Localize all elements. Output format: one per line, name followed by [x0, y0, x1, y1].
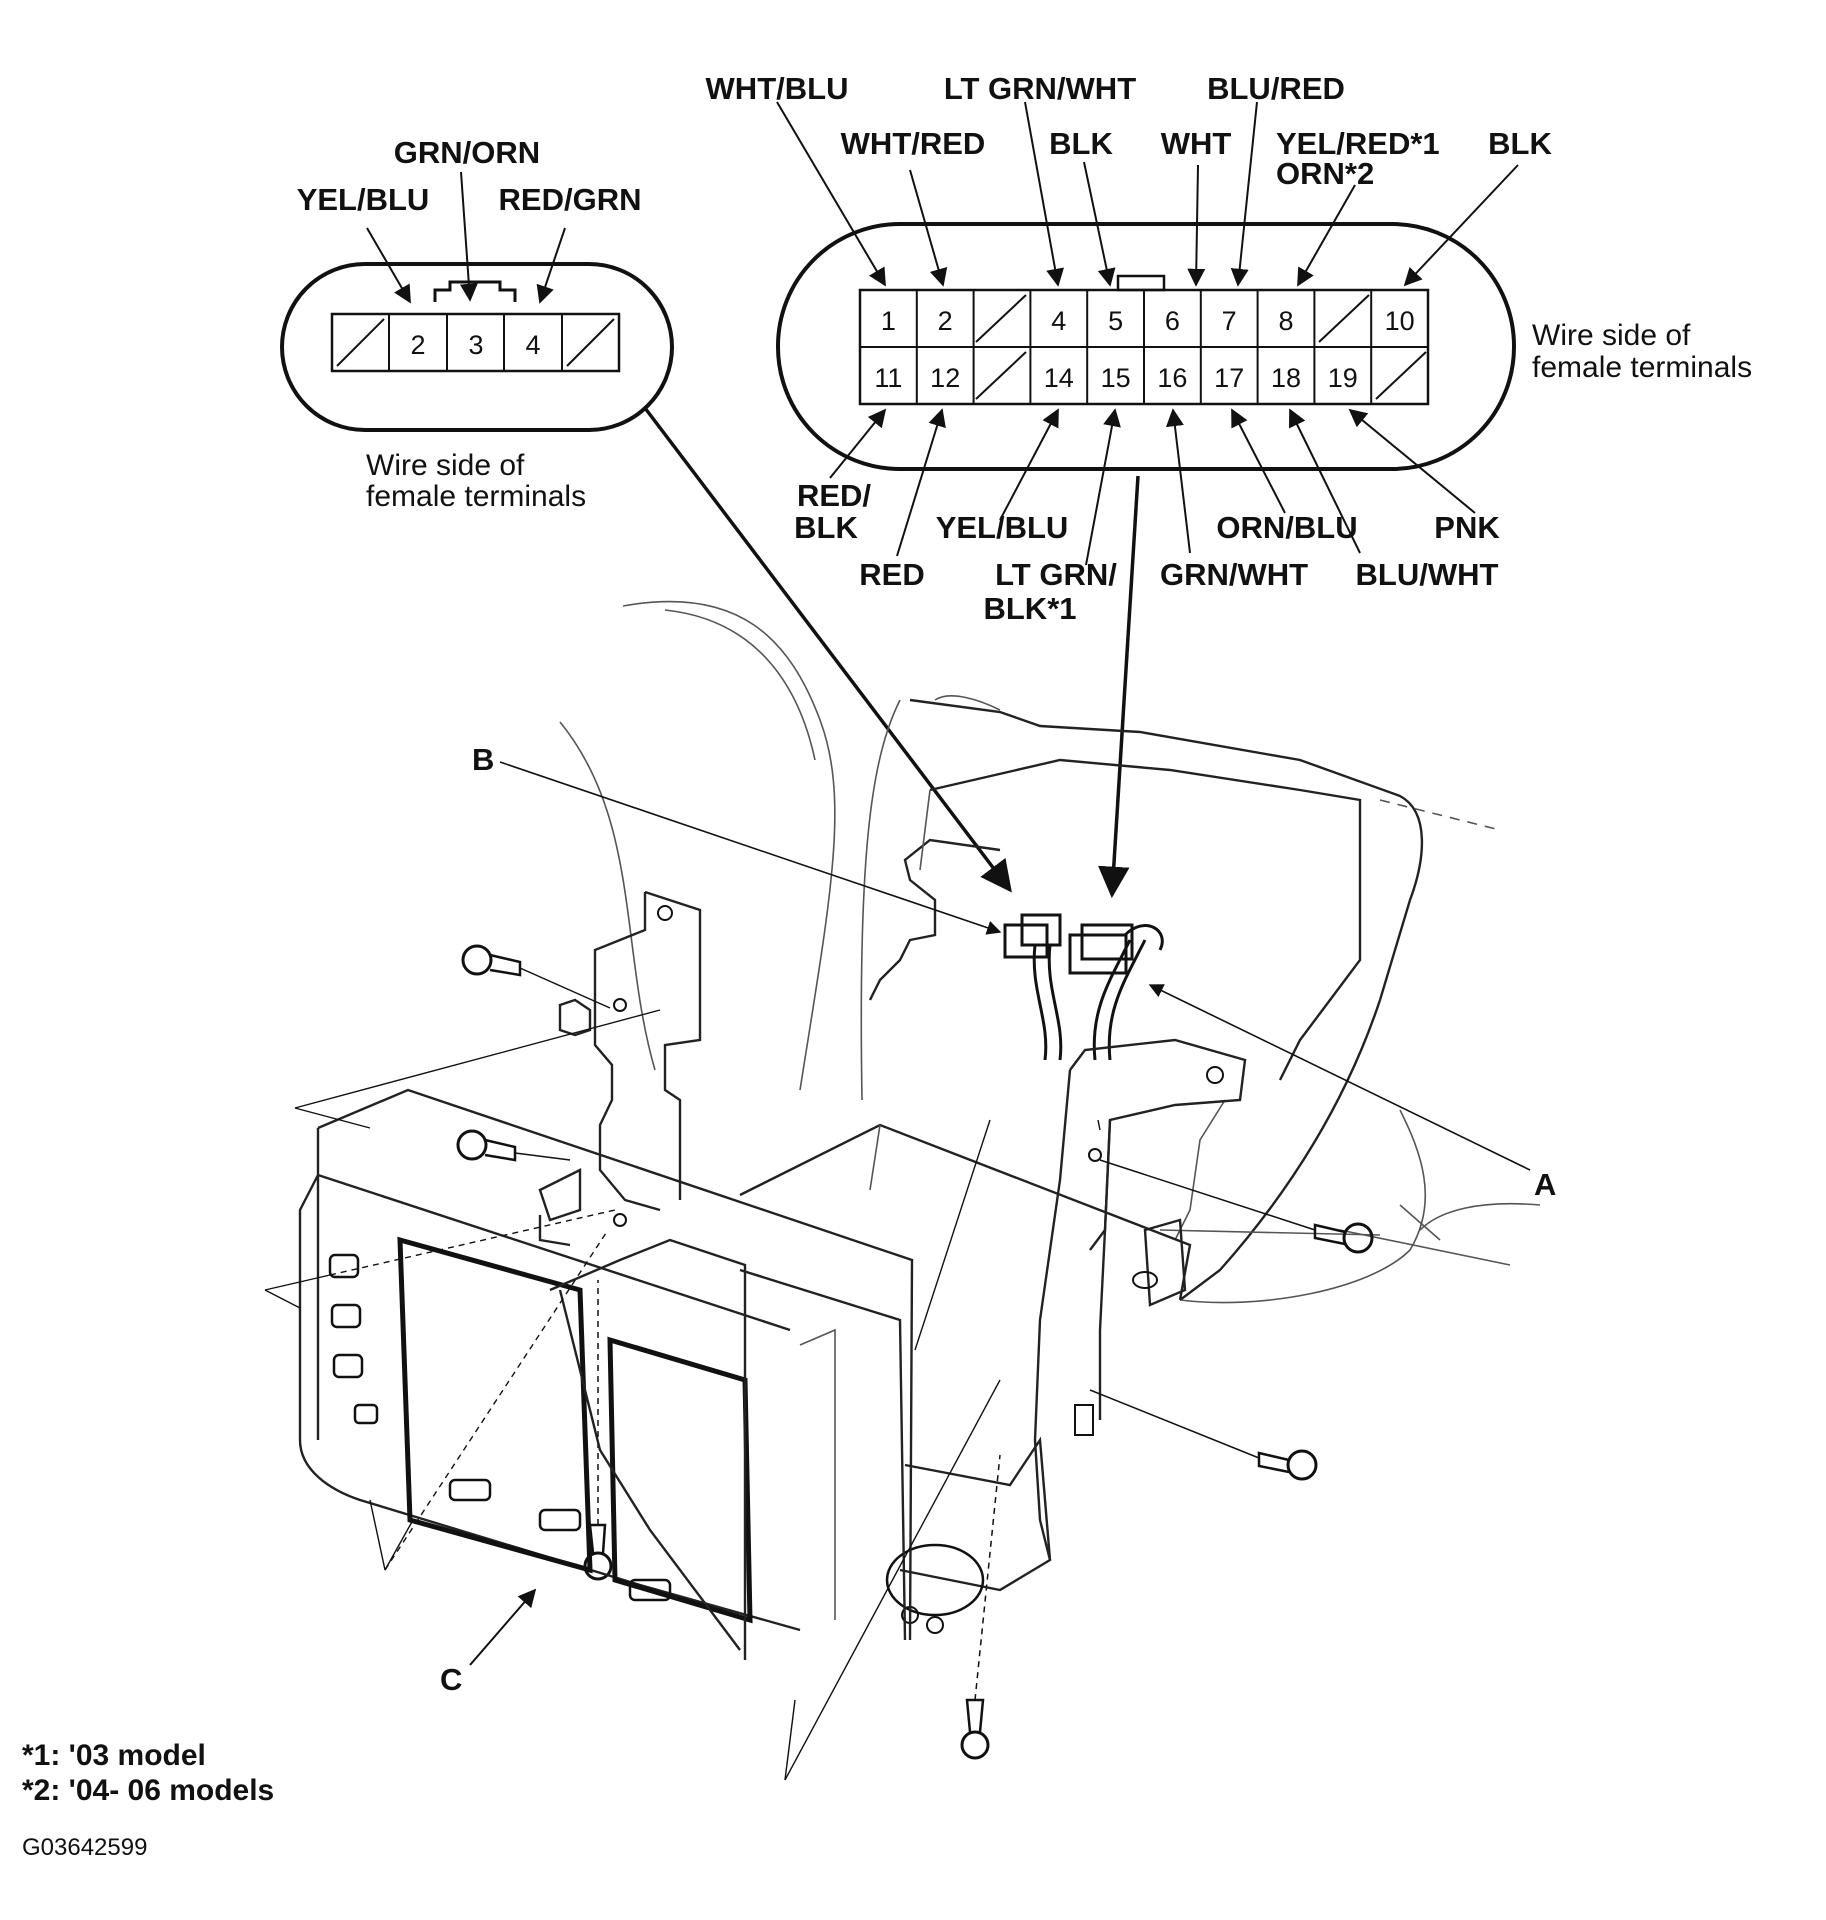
label-lt-grn-blk-line1: LT GRN/ [995, 557, 1117, 592]
label-lt-grn-blk-line2: BLK*1 [983, 591, 1076, 626]
label-blk-pin10: BLK [1488, 126, 1552, 161]
small-connector: 2 3 4 YEL/BLU GRN/ORN RED/GRN Wire side … [280, 135, 674, 513]
callout-a-label: A [1534, 1167, 1556, 1202]
label-orn-blu: ORN/BLU [1216, 510, 1357, 545]
callout-a: A [1148, 984, 1556, 1202]
small-connector-pointer [643, 406, 1012, 893]
label-blu-wht: BLU/WHT [1356, 557, 1499, 592]
figure-code: G03642599 [22, 1834, 147, 1861]
small-connector-note-line2: female terminals [366, 480, 586, 513]
large-pin-17: 17 [1214, 363, 1244, 393]
large-connector-pointer [1098, 475, 1140, 899]
wire-harness [1003, 913, 1164, 1061]
label-wht: WHT [1161, 126, 1232, 161]
small-pin-2: 2 [410, 330, 425, 360]
large-pin-16: 16 [1157, 363, 1187, 393]
label-yel-blu-large: YEL/BLU [936, 510, 1069, 545]
screw-mid-left [456, 1129, 571, 1162]
callout-c: C [440, 1588, 537, 1697]
footnote-2: *2: '04- 06 models [22, 1774, 274, 1807]
label-orn: ORN*2 [1276, 156, 1374, 191]
construction-lines [264, 1009, 1101, 1781]
callout-b: B [472, 742, 1002, 935]
large-pin-19: 19 [1328, 363, 1358, 393]
large-pin-4: 4 [1051, 306, 1066, 336]
screw-right-lower [1089, 1389, 1318, 1481]
large-pin-10: 10 [1385, 306, 1415, 336]
navigation-display-unit [298, 1088, 1192, 1660]
label-wht-blu: WHT/BLU [706, 71, 849, 106]
screw-top-left [461, 944, 611, 1009]
large-connector-note-line2: female terminals [1532, 351, 1752, 384]
screw-right-upper [1099, 1159, 1374, 1254]
label-red-grn: RED/GRN [499, 182, 642, 217]
label-grn-orn: GRN/ORN [394, 135, 540, 170]
large-pin-6: 6 [1165, 306, 1180, 336]
label-red-blk-line1: RED/ [797, 478, 871, 513]
label-red: RED [859, 557, 924, 592]
large-pin-12: 12 [930, 363, 960, 393]
large-connector-note-line1: Wire side of [1532, 319, 1691, 352]
label-yel-red: YEL/RED*1 [1276, 126, 1440, 161]
left-bracket [558, 890, 702, 1212]
callout-c-label: C [440, 1662, 462, 1697]
small-pin-4: 4 [525, 330, 540, 360]
label-lt-grn-wht: LT GRN/WHT [944, 71, 1136, 106]
large-pin-18: 18 [1271, 363, 1301, 393]
screw-bottom-center [583, 1280, 613, 1581]
callout-b-label: B [472, 742, 494, 777]
screw-bottom-right [960, 1454, 1001, 1760]
right-bracket [1033, 1038, 1247, 1561]
label-yel-blu-small: YEL/BLU [297, 182, 430, 217]
label-blk-pin4: BLK [1049, 126, 1113, 161]
large-pin-15: 15 [1101, 363, 1131, 393]
large-pin-2: 2 [938, 306, 953, 336]
large-pin-8: 8 [1278, 306, 1293, 336]
label-blu-red: BLU/RED [1207, 71, 1345, 106]
label-red-blk-line2: BLK [794, 510, 858, 545]
footnote-1: *1: '03 model [22, 1739, 206, 1772]
large-pin-11: 11 [874, 363, 902, 393]
large-pin-14: 14 [1044, 363, 1074, 393]
small-connector-note-line1: Wire side of [366, 449, 525, 482]
label-wht-red: WHT/RED [841, 126, 986, 161]
label-pnk: PNK [1434, 510, 1500, 545]
large-pin-1: 1 [881, 306, 896, 336]
small-pin-3: 3 [468, 330, 483, 360]
large-pin-7: 7 [1222, 306, 1237, 336]
label-grn-wht: GRN/WHT [1160, 557, 1308, 592]
large-pin-5: 5 [1108, 306, 1123, 336]
